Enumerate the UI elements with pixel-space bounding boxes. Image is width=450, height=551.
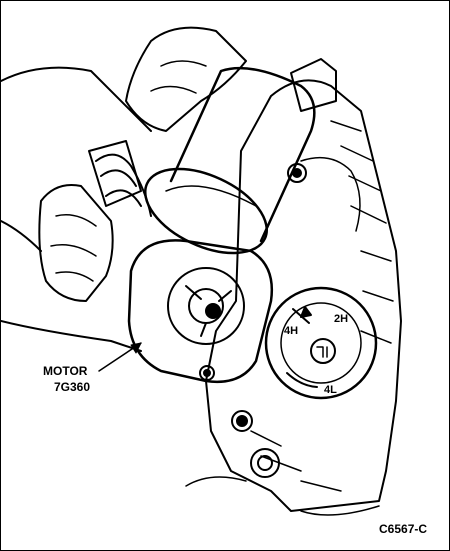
shift-selector-dial — [264, 286, 378, 400]
figure-id: C6567-C — [379, 522, 428, 536]
housing-rib — [360, 250, 394, 344]
harness-connector — [88, 140, 142, 207]
motor-band — [165, 185, 257, 207]
lower-edge — [185, 476, 380, 516]
motor-cylinder — [169, 66, 316, 243]
housing-rib — [250, 430, 342, 492]
selector-label-2h: 2H — [334, 313, 348, 325]
motor-shaft-ring — [167, 267, 245, 345]
selector-label-4h: 4H — [284, 325, 298, 337]
transfer-case-housing — [205, 79, 402, 512]
wiring-harness — [95, 153, 152, 217]
hand-left — [38, 184, 114, 302]
housing-bolt — [250, 448, 280, 478]
forearm — [1, 66, 152, 352]
shaft-spoke — [185, 285, 232, 337]
motor-end-cap — [144, 167, 268, 255]
callout-motor-name: MOTOR — [43, 364, 88, 378]
callout-motor-part-number: 7G360 — [54, 380, 91, 394]
callout-arrowhead — [130, 342, 142, 354]
hand-left-fingers — [50, 214, 97, 282]
hand-top — [125, 26, 247, 132]
mounting-bracket — [290, 58, 337, 112]
housing-bolt — [231, 410, 253, 432]
hand-top-fingers — [150, 60, 207, 94]
motor-shaft — [205, 303, 221, 319]
housing-rib — [300, 156, 361, 232]
motor-flange — [127, 239, 274, 384]
selector-label-4l: 4L — [324, 384, 337, 396]
housing-rib — [330, 120, 387, 224]
